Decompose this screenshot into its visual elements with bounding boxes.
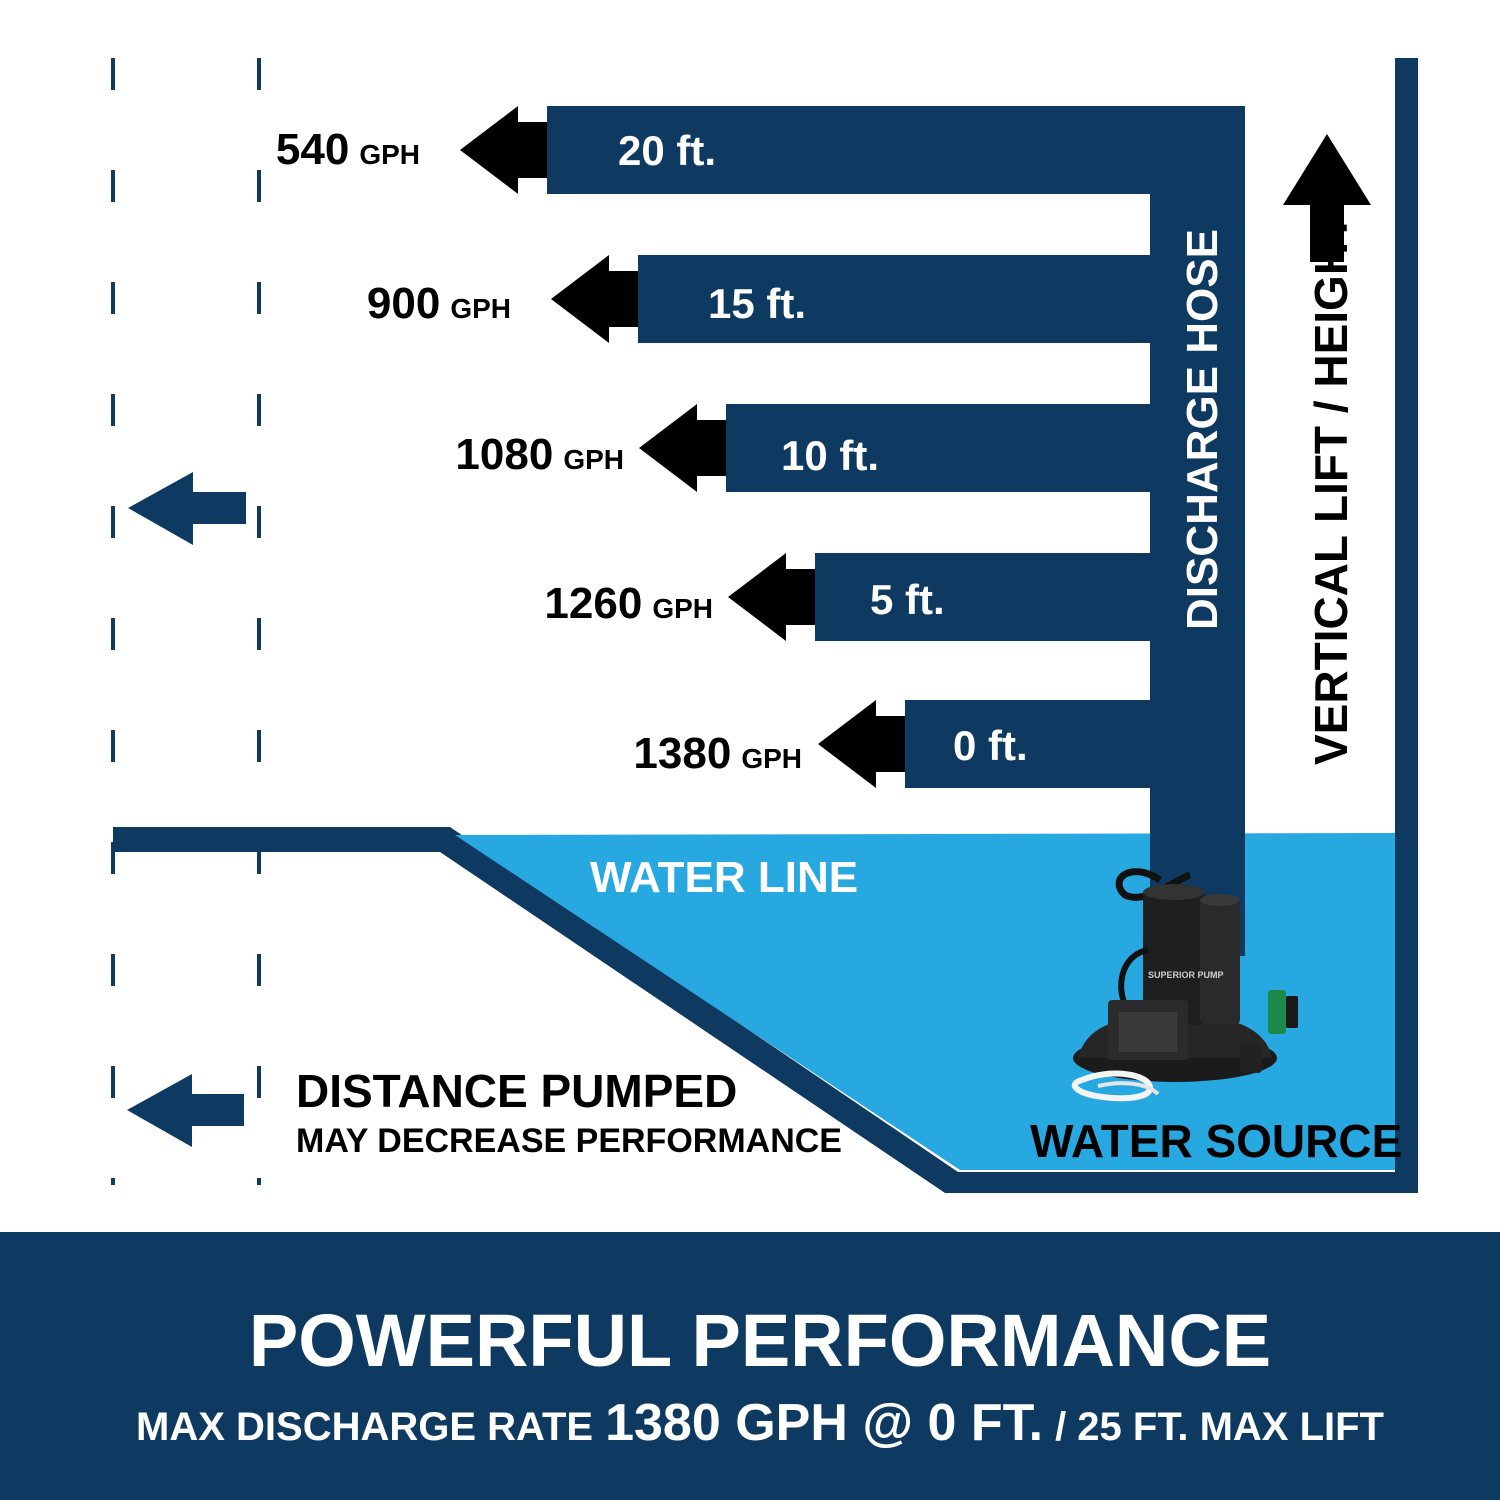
height-label-0ft: 0 ft. [953, 722, 1028, 769]
hose-branch-20ft [547, 106, 1245, 194]
height-label-15ft: 15 ft. [708, 280, 806, 327]
height-label-5ft: 5 ft. [870, 576, 945, 623]
rate-unit: GPH [563, 444, 624, 475]
rate-label-15ft: 900 GPH [367, 279, 511, 328]
left-arrow-icon [818, 700, 905, 788]
rate-label-5ft: 1260 GPH [544, 579, 713, 628]
water-line-label: WATER LINE [590, 853, 858, 902]
pump-brand-label: SUPERIOR PUMP [1148, 970, 1224, 980]
footer-title: POWERFUL PERFORMANCE [249, 1299, 1271, 1382]
left-arrow-icon [128, 472, 246, 545]
rate-label-10ft: 1080 GPH [455, 430, 624, 479]
rate-unit: GPH [652, 593, 713, 624]
rate-label-0ft: 1380 GPH [633, 729, 802, 778]
rate-unit: GPH [359, 139, 420, 170]
rate-unit: GPH [741, 743, 802, 774]
rate-value: 1380 [633, 729, 731, 778]
left-arrow-icon [728, 553, 815, 641]
discharge-hose-vertical [1150, 106, 1245, 956]
discharge-hose-label: DISCHARGE HOSE [1178, 229, 1227, 630]
sump-pump-icon: SUPERIOR PUMP [1071, 868, 1298, 1102]
vertical-lift-label: VERTICAL LIFT / HEIGHT [1305, 214, 1357, 765]
rate-value: 540 [276, 125, 349, 174]
footer-spec-line: MAX DISCHARGE RATE 1380 GPH @ 0 FT. / 25 F… [136, 1394, 1384, 1452]
rate-value: 1080 [455, 430, 553, 479]
left-arrow-icon [551, 255, 638, 343]
left-arrow-icon [460, 106, 547, 194]
hose-branch-15ft [638, 255, 1245, 343]
rate-value: 900 [367, 279, 440, 328]
up-arrow-icon [1283, 134, 1371, 262]
height-label-10ft: 10 ft. [781, 432, 879, 479]
left-arrow-icon [127, 1074, 244, 1147]
distance-subtitle: MAY DECREASE PERFORMANCE [296, 1122, 842, 1160]
rate-label-20ft: 540 GPH [276, 125, 420, 174]
distance-title: DISTANCE PUMPED [296, 1065, 737, 1117]
footer-spec-highlight: 1380 GPH @ 0 FT. [605, 1394, 1043, 1452]
footer-band [0, 1232, 1500, 1500]
water-source-label: WATER SOURCE [1030, 1115, 1402, 1167]
height-label-20ft: 20 ft. [618, 127, 716, 174]
left-arrow-icon [639, 404, 726, 492]
rate-unit: GPH [450, 293, 511, 324]
rate-value: 1260 [544, 579, 642, 628]
footer-spec-prefix: MAX DISCHARGE RATE [136, 1405, 593, 1449]
footer-spec-suffix: / 25 FT. MAX LIFT [1055, 1405, 1384, 1449]
